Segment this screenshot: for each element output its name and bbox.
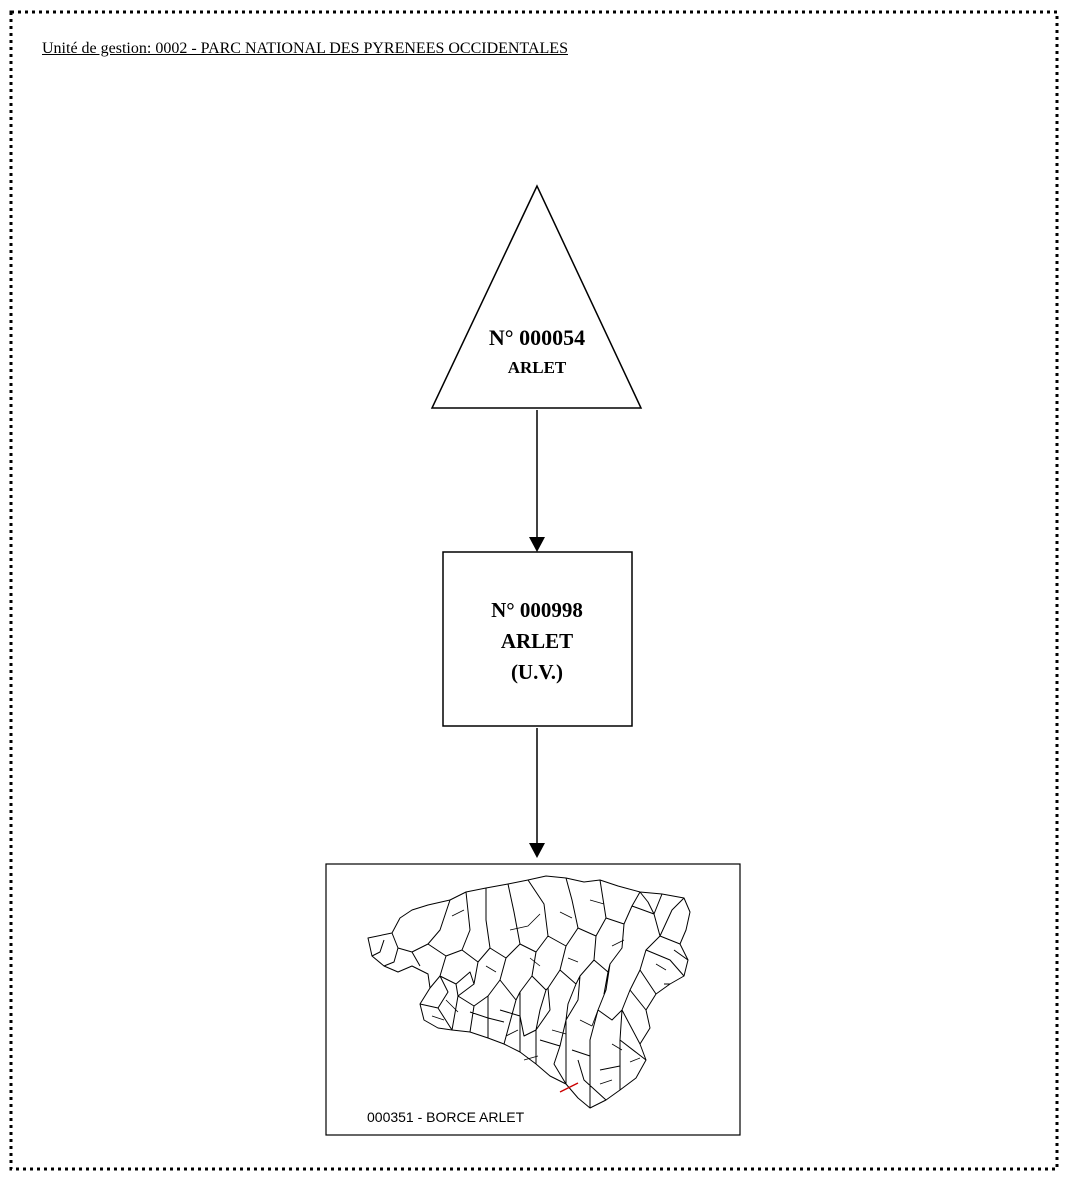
arrowhead-2 — [529, 843, 545, 858]
triangle-node-number: N° 000054 — [489, 325, 585, 350]
map-detail-lines — [431, 899, 667, 1085]
map-location-marker — [559, 1082, 579, 1093]
arrowhead-1 — [529, 537, 545, 552]
triangle-node — [430, 184, 643, 409]
map-caption: 000351 - BORCE ARLET — [367, 1109, 525, 1125]
box-node-suffix: (U.V.) — [511, 660, 563, 684]
box-node-name: ARLET — [501, 629, 573, 653]
map-outline — [367, 875, 691, 1109]
map-box — [325, 863, 741, 1136]
dotted-page-border — [9, 10, 1059, 1171]
map-commune-lines — [371, 877, 689, 1108]
box-node-number: N° 000998 — [491, 598, 583, 622]
triangle-node-name: ARLET — [508, 358, 567, 377]
header-title: Unité de gestion: 0002 - PARC NATIONAL D… — [42, 40, 568, 57]
box-node — [442, 551, 633, 727]
commune-map — [367, 875, 691, 1109]
